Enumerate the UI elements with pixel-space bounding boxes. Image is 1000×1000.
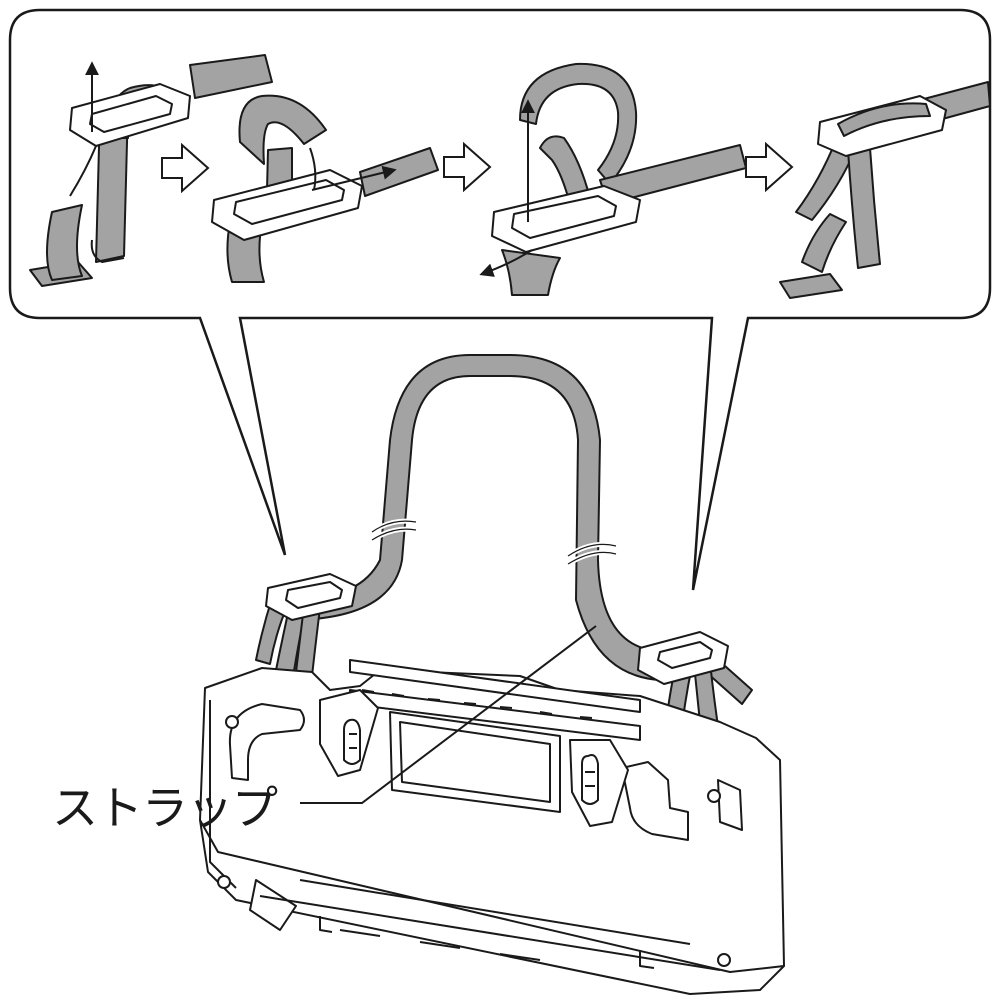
callout-leader-line: [300, 625, 597, 804]
left-buckle: [255, 573, 357, 685]
right-arrow-icon: [443, 141, 492, 193]
right-arrow-icon: [161, 142, 210, 194]
step-4-icon: [779, 81, 991, 299]
strap-label: ストラップ: [52, 781, 278, 835]
right-arrow-icon: [745, 141, 794, 193]
strap: [293, 354, 661, 681]
step-2-icon: [211, 94, 439, 283]
radio-device: [199, 659, 785, 995]
step-3-icon: [479, 62, 747, 296]
step-1-icon: [29, 54, 273, 287]
